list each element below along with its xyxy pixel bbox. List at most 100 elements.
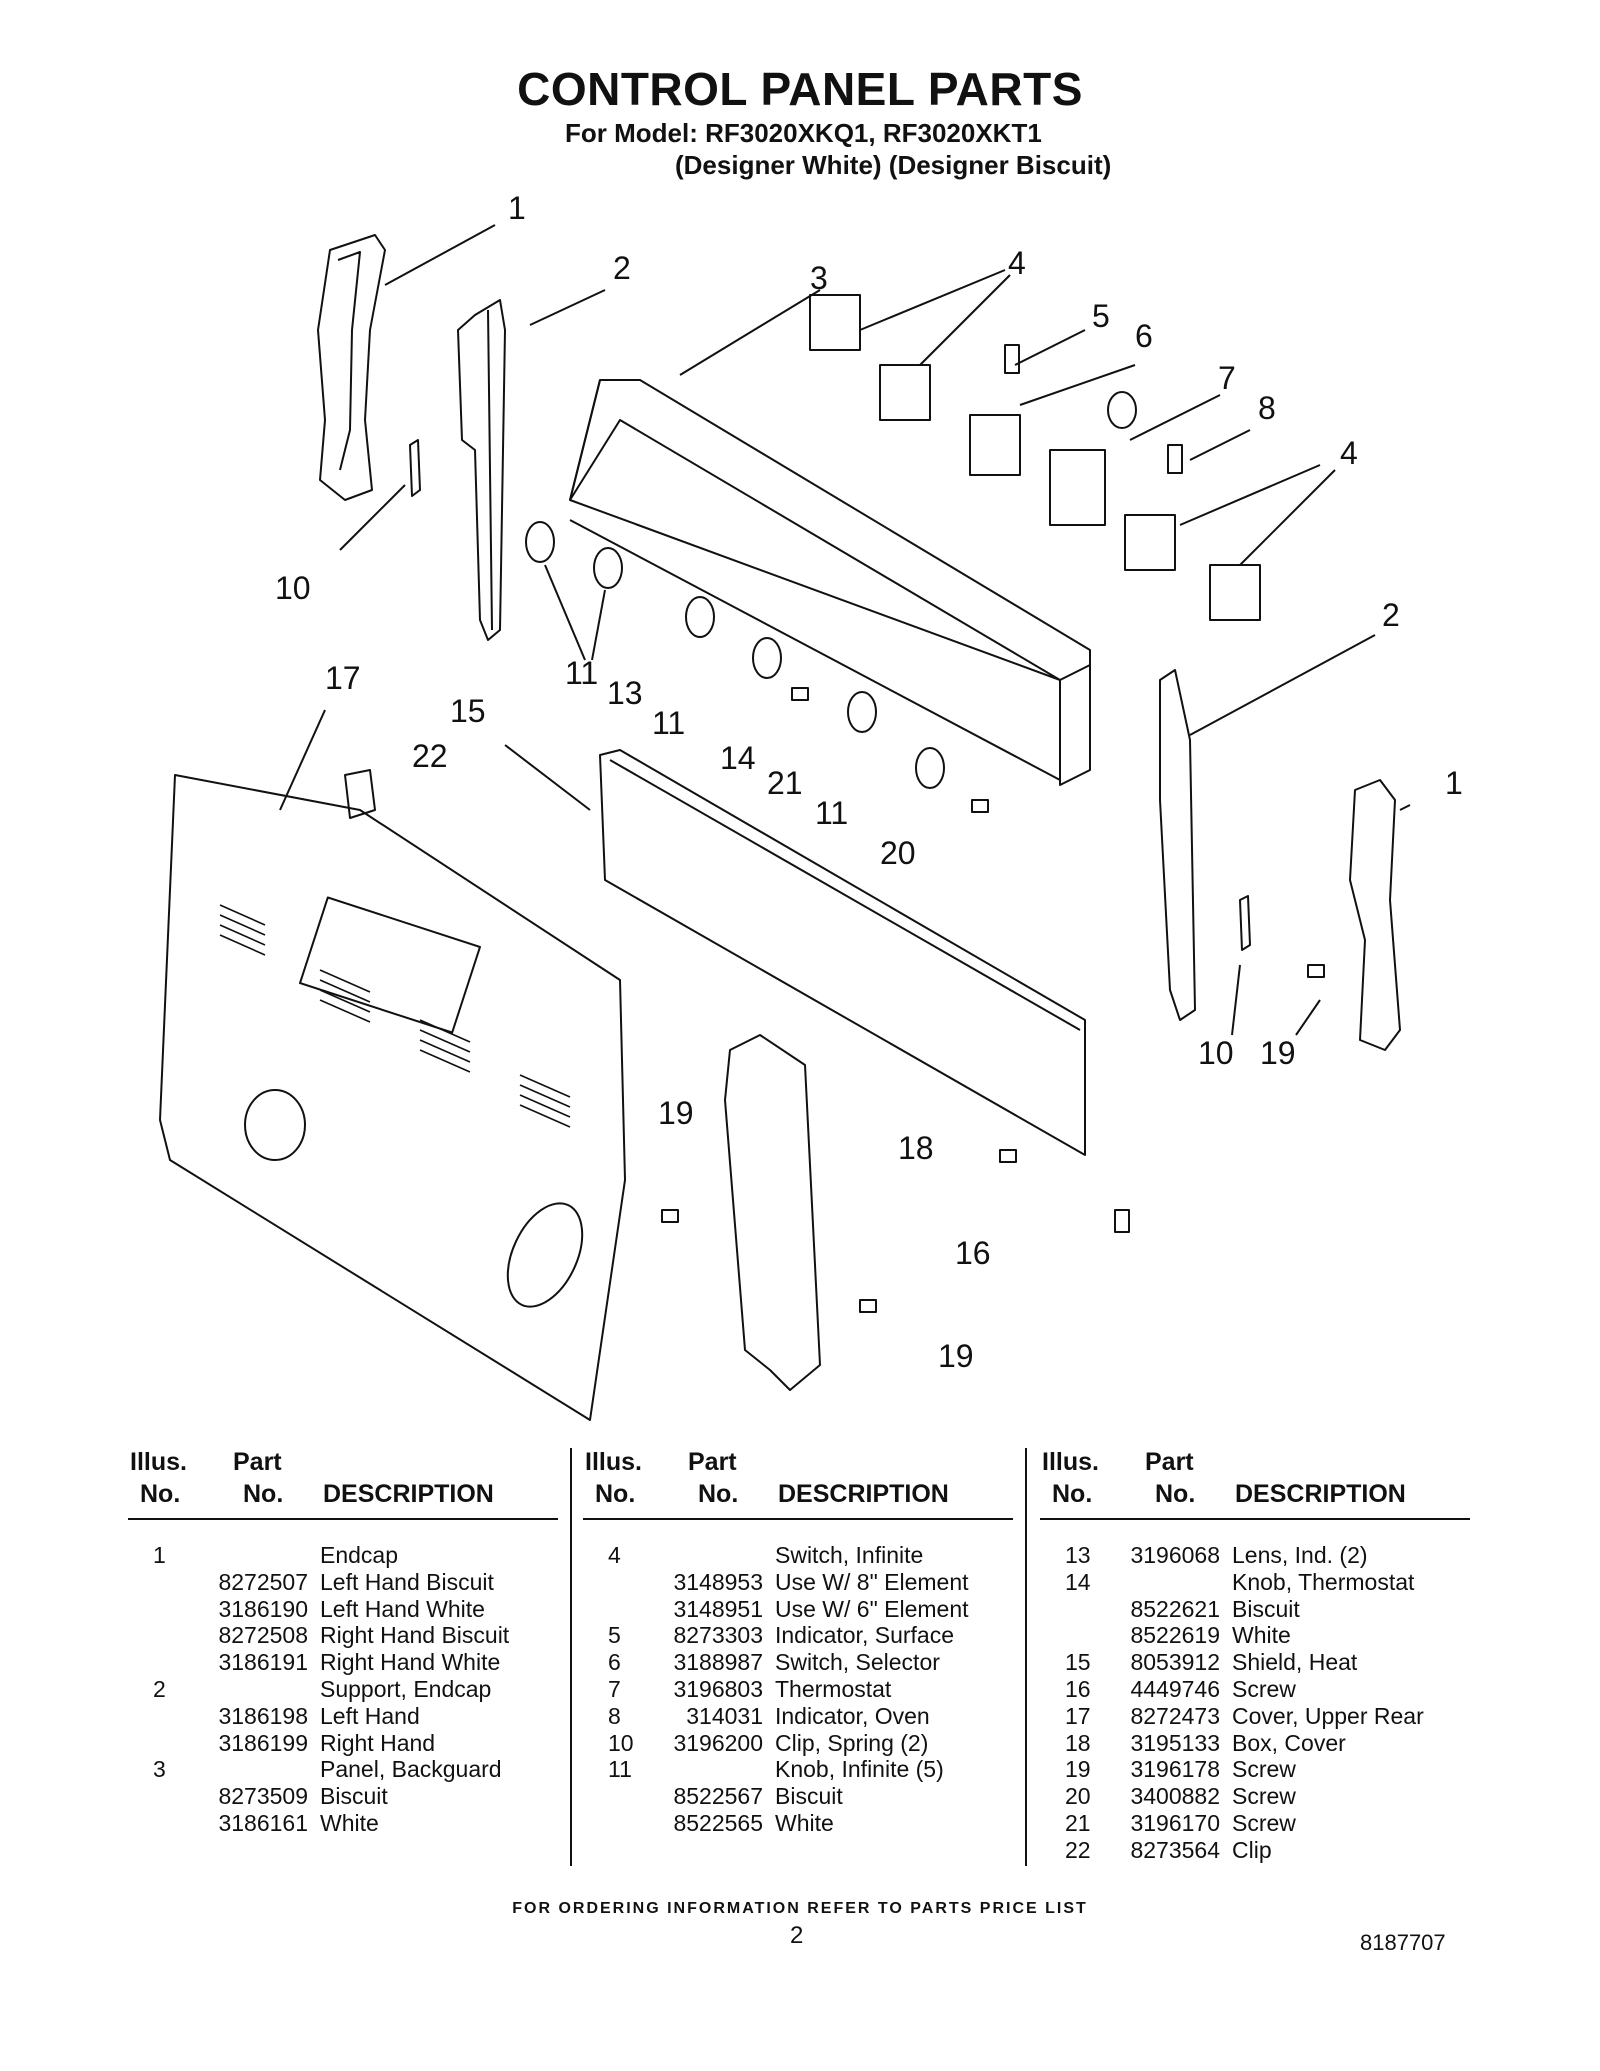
- selector-switch-part: [969, 414, 1021, 476]
- part-number: 3186191: [218, 1649, 308, 1676]
- endcap-left-part: [317, 234, 386, 501]
- table-row: 8522621 Biscuit: [1040, 1596, 1470, 1623]
- part-number: 8273564: [1130, 1836, 1220, 1863]
- part-description: Indicator, Oven: [775, 1702, 930, 1729]
- model-line: For Model: RF3020XKQ1, RF3020XKT1: [565, 118, 1042, 148]
- illus-number: 3: [153, 1756, 166, 1783]
- screws-part: [661, 687, 1325, 1313]
- illus-number: 7: [608, 1676, 621, 1702]
- callout-label: 8: [1258, 390, 1276, 426]
- table-row: 13 3196068 Lens, Ind. (2): [1040, 1542, 1470, 1569]
- exploded-parts-diagram: [159, 224, 1411, 1421]
- header-illus: Illus.: [130, 1448, 187, 1476]
- part-description: Panel, Backguard: [320, 1756, 502, 1783]
- table-row: 3 Panel, Backguard: [128, 1756, 558, 1783]
- illus-number: 21: [1065, 1810, 1091, 1836]
- part-description: Cover, Upper Rear: [1232, 1702, 1424, 1729]
- part-number: 3196803: [673, 1676, 763, 1702]
- illus-number: 17: [1065, 1702, 1091, 1729]
- callout-label: 11: [815, 795, 849, 831]
- part-description: Screw: [1232, 1783, 1296, 1810]
- column-header: Illus. No. Part No. DESCRIPTION: [1040, 1448, 1470, 1520]
- part-description: Right Hand: [320, 1729, 436, 1756]
- callout-label: 21: [767, 765, 803, 801]
- part-description: Knob, Infinite (5): [775, 1756, 944, 1783]
- illus-number: 14: [1065, 1568, 1091, 1595]
- part-description: Screw: [1232, 1810, 1296, 1836]
- header-illus: Illus.: [585, 1448, 642, 1476]
- illus-number: 19: [1065, 1756, 1091, 1783]
- illus-number: 13: [1065, 1542, 1091, 1568]
- ordering-note: FOR ORDERING INFORMATION REFER TO PARTS …: [512, 1900, 1088, 1917]
- indicator-surface-part: [1004, 344, 1020, 374]
- illus-number: 11: [608, 1756, 632, 1783]
- part-description: Lens, Ind. (2): [1232, 1542, 1368, 1568]
- callout-label: 22: [412, 738, 448, 774]
- callout-label: 19: [658, 1095, 694, 1131]
- cover-box-part: [724, 1034, 821, 1391]
- backguard-panel-part: [569, 379, 1091, 786]
- header-part-no: No.: [243, 1480, 284, 1508]
- callout-label: 1: [1445, 765, 1463, 801]
- part-number: 3186190: [218, 1595, 308, 1622]
- part-description: Biscuit: [1232, 1595, 1300, 1622]
- part-description: Support, Endcap: [320, 1676, 492, 1702]
- clip-22-part: [344, 769, 376, 819]
- variant-line: (Designer White) (Designer Biscuit): [675, 150, 1112, 180]
- part-number: 8522621: [1130, 1595, 1220, 1622]
- table-row: 11 Knob, Infinite (5): [583, 1756, 1013, 1783]
- thermostat-part: [1049, 449, 1106, 526]
- callout-label: 6: [1135, 318, 1153, 354]
- part-description: Use W/ 6" Element: [775, 1595, 969, 1622]
- callout-label: 10: [275, 570, 311, 606]
- illus-number: 1: [153, 1542, 166, 1568]
- parts-column-3: Illus. No. Part No. DESCRIPTION 13 319606…: [1040, 1448, 1470, 1863]
- callout-label: 18: [898, 1130, 934, 1166]
- indicator-oven-part: [1167, 444, 1183, 474]
- illus-number: 5: [608, 1622, 621, 1649]
- header-part: Part: [688, 1448, 737, 1476]
- illus-number: 2: [153, 1676, 166, 1702]
- illus-number: 16: [1065, 1676, 1091, 1702]
- callout-label: 4: [1008, 245, 1026, 281]
- illus-number: 18: [1065, 1729, 1091, 1756]
- column-header: Illus. No. Part No. DESCRIPTION: [128, 1448, 558, 1520]
- part-number: 3195133: [1130, 1729, 1220, 1756]
- support-right-part: [1159, 669, 1196, 1021]
- header-description: DESCRIPTION: [1235, 1480, 1406, 1508]
- part-number: 8272507: [218, 1568, 308, 1595]
- endcap-right-part: [1349, 779, 1401, 1051]
- callout-label: 14: [720, 740, 756, 776]
- callout-label: 4: [1340, 435, 1358, 471]
- part-description: Right Hand White: [320, 1649, 501, 1676]
- part-description: Thermostat: [775, 1676, 892, 1702]
- upper-rear-cover-part: [159, 774, 626, 1421]
- table-row: 7 3196803 Thermostat: [583, 1676, 1013, 1703]
- part-description: Screw: [1232, 1676, 1296, 1702]
- part-number: 8522567: [673, 1783, 763, 1810]
- knobs-part: [525, 521, 945, 789]
- header-illus-no: No.: [1052, 1480, 1093, 1508]
- header-illus-no: No.: [595, 1480, 636, 1508]
- part-description: Biscuit: [320, 1783, 388, 1810]
- part-description: Switch, Infinite: [775, 1542, 924, 1568]
- document-number: 8187707: [1360, 1930, 1446, 1955]
- part-number: 3196068: [1130, 1542, 1220, 1568]
